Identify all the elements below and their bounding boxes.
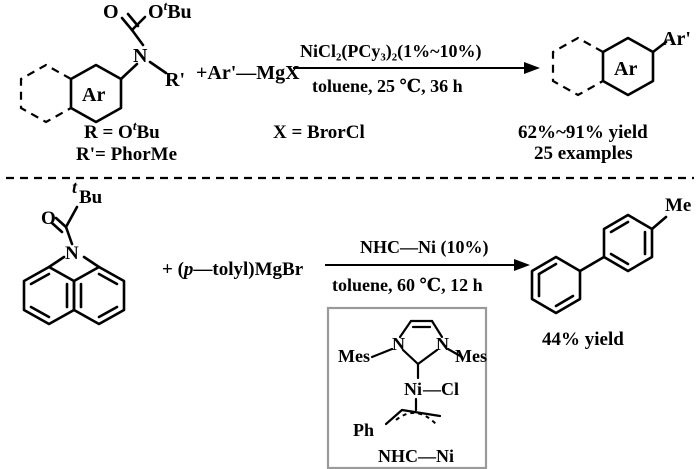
product-fused-ring-dashed [551, 36, 604, 97]
tert-prefix: t [72, 177, 78, 197]
phenyl-double-1 [537, 262, 558, 276]
n1-mes-bond [370, 347, 394, 359]
bottom-arrow [325, 259, 530, 271]
right-phenyl-double-1 [97, 272, 119, 286]
phenyl-ring [530, 255, 582, 315]
product-aryl-bond [651, 40, 668, 54]
phenyl-double-2 [554, 294, 575, 308]
top-yield: 62%~91% yield [518, 122, 648, 143]
catalyst-frame [326, 306, 488, 469]
bottom-catalyst: NHC—Ni (10%) [360, 237, 489, 258]
product-substituent: Ar' [662, 28, 691, 50]
biaryl-bond [578, 255, 606, 273]
tolyl-grignard: + (p—tolyl)MgBr [162, 259, 304, 280]
nhc-bond-carbene-n2 [416, 348, 439, 366]
methyl-bond [650, 215, 668, 231]
top-arrow [293, 62, 540, 74]
n-rprime-bond [148, 60, 168, 75]
mes-left: Mes [338, 346, 370, 366]
ring-label-ar: Ar [82, 84, 105, 106]
allyl-delocalization [395, 412, 437, 425]
nhc-bond-n1-c [398, 319, 413, 339]
ester-group-label: OtBu [148, 0, 192, 23]
nhc-n-left: N [392, 334, 405, 354]
c-tbu-bond [64, 205, 79, 229]
left-phenyl-double-3 [29, 305, 51, 319]
n-right-ring-bond [82, 255, 101, 269]
nhc-bond-n1-carbene [401, 348, 420, 366]
chloride-label: —Cl [422, 379, 459, 399]
bottom-reactant: t Bu O N [22, 177, 126, 326]
x-definition: X = BrorCl [273, 122, 365, 143]
r-definition: R = OtBu [84, 118, 160, 143]
catalyst-structure-box: N N Mes Mes Ni —Cl Ph NHC—Ni [326, 306, 488, 469]
nickel-label: Ni [404, 379, 422, 399]
tolyl-double-1 [609, 220, 630, 234]
r-prime-label: R' [165, 69, 185, 91]
amide-co-bond-2 [50, 221, 64, 234]
mes-right: Mes [455, 346, 487, 366]
right-phenyl-double-2 [97, 305, 119, 319]
right-phenyl-ring [72, 265, 126, 326]
biaryl-product: Me [530, 195, 691, 315]
bottom-yield: 44% yield [542, 329, 624, 350]
tert-butyl: Bu [79, 187, 103, 208]
bottom-conditions: toluene, 60 ℃, 12 h [332, 275, 483, 295]
methyl-label: Me [665, 195, 691, 216]
carbonyl-oxygen: O [103, 1, 119, 23]
r-prime-definition: R'= PhorMe [76, 144, 177, 165]
n-carbonyl-bond [130, 28, 145, 47]
top-conditions: toluene, 25 ℃, 36 h [312, 76, 463, 96]
nitrogen-label: N [133, 45, 148, 67]
arrow-head [514, 259, 530, 271]
top-reactant: O OtBu N R' Ar [19, 0, 192, 124]
amide-nitrogen: N [65, 243, 79, 264]
product-ring-label: Ar [614, 58, 637, 80]
left-phenyl-double-1 [29, 272, 51, 286]
fused-ring-dashed [19, 63, 72, 124]
ester-bond [130, 15, 147, 32]
carbonyl-double-bond-1 [120, 16, 134, 32]
nhc-bond-c-n2 [430, 319, 444, 339]
c-n-bond [64, 225, 74, 246]
allyl-bond-2 [400, 408, 442, 418]
amide-co-bond-1 [54, 216, 68, 229]
grignard-reagent: +Ar'—MgX [196, 62, 300, 84]
catalyst-name: NHC—Ni [378, 446, 454, 466]
aryl-n-bond [119, 62, 139, 81]
n2-mes-bond [446, 347, 464, 359]
tolyl-double-3 [609, 252, 630, 266]
examples-count: 25 examples [534, 143, 633, 164]
allyl-bond-1 [384, 408, 404, 426]
phenyl-label: Ph [353, 420, 374, 440]
top-product: Ar Ar' [551, 28, 691, 97]
arrow-head [524, 62, 540, 74]
top-catalyst: NiCl₂(PCy₃)₂(1%~10%) [300, 41, 482, 62]
n-left-ring-bond [47, 255, 66, 269]
nhc-n-right: N [436, 334, 449, 354]
